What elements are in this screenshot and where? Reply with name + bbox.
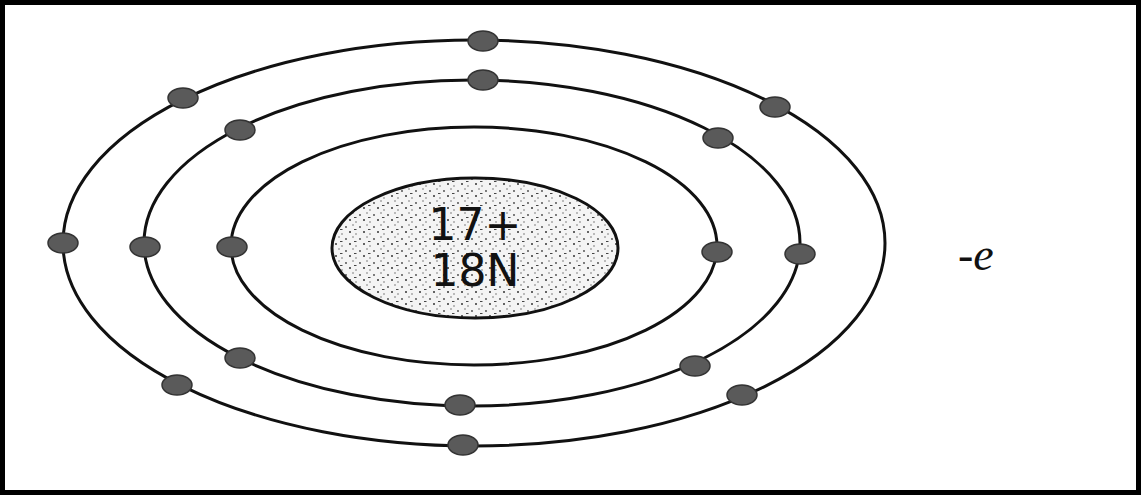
inner-shell	[231, 127, 717, 365]
electron	[468, 31, 498, 51]
electron	[225, 348, 255, 368]
nucleus-shape	[332, 178, 618, 318]
nucleus-count: 18N	[431, 248, 520, 294]
outer-shell	[63, 40, 885, 446]
electron	[162, 375, 192, 395]
electron	[680, 356, 710, 376]
electron	[445, 395, 475, 415]
electron	[225, 120, 255, 140]
middle-shell	[144, 80, 800, 406]
electron	[760, 97, 790, 117]
electron	[130, 237, 160, 257]
electron	[217, 237, 247, 257]
electron	[448, 435, 478, 455]
electron	[48, 233, 78, 253]
electron	[702, 242, 732, 262]
electron	[785, 244, 815, 264]
nucleus-count: 17+	[429, 202, 522, 248]
frame	[3, 3, 1139, 493]
electron-symbol: -e	[958, 232, 994, 278]
electrons	[48, 31, 815, 455]
electron	[468, 70, 498, 90]
electron	[703, 128, 733, 148]
nucleus: 17+18N	[330, 176, 620, 320]
electron	[168, 88, 198, 108]
electron	[727, 385, 757, 405]
